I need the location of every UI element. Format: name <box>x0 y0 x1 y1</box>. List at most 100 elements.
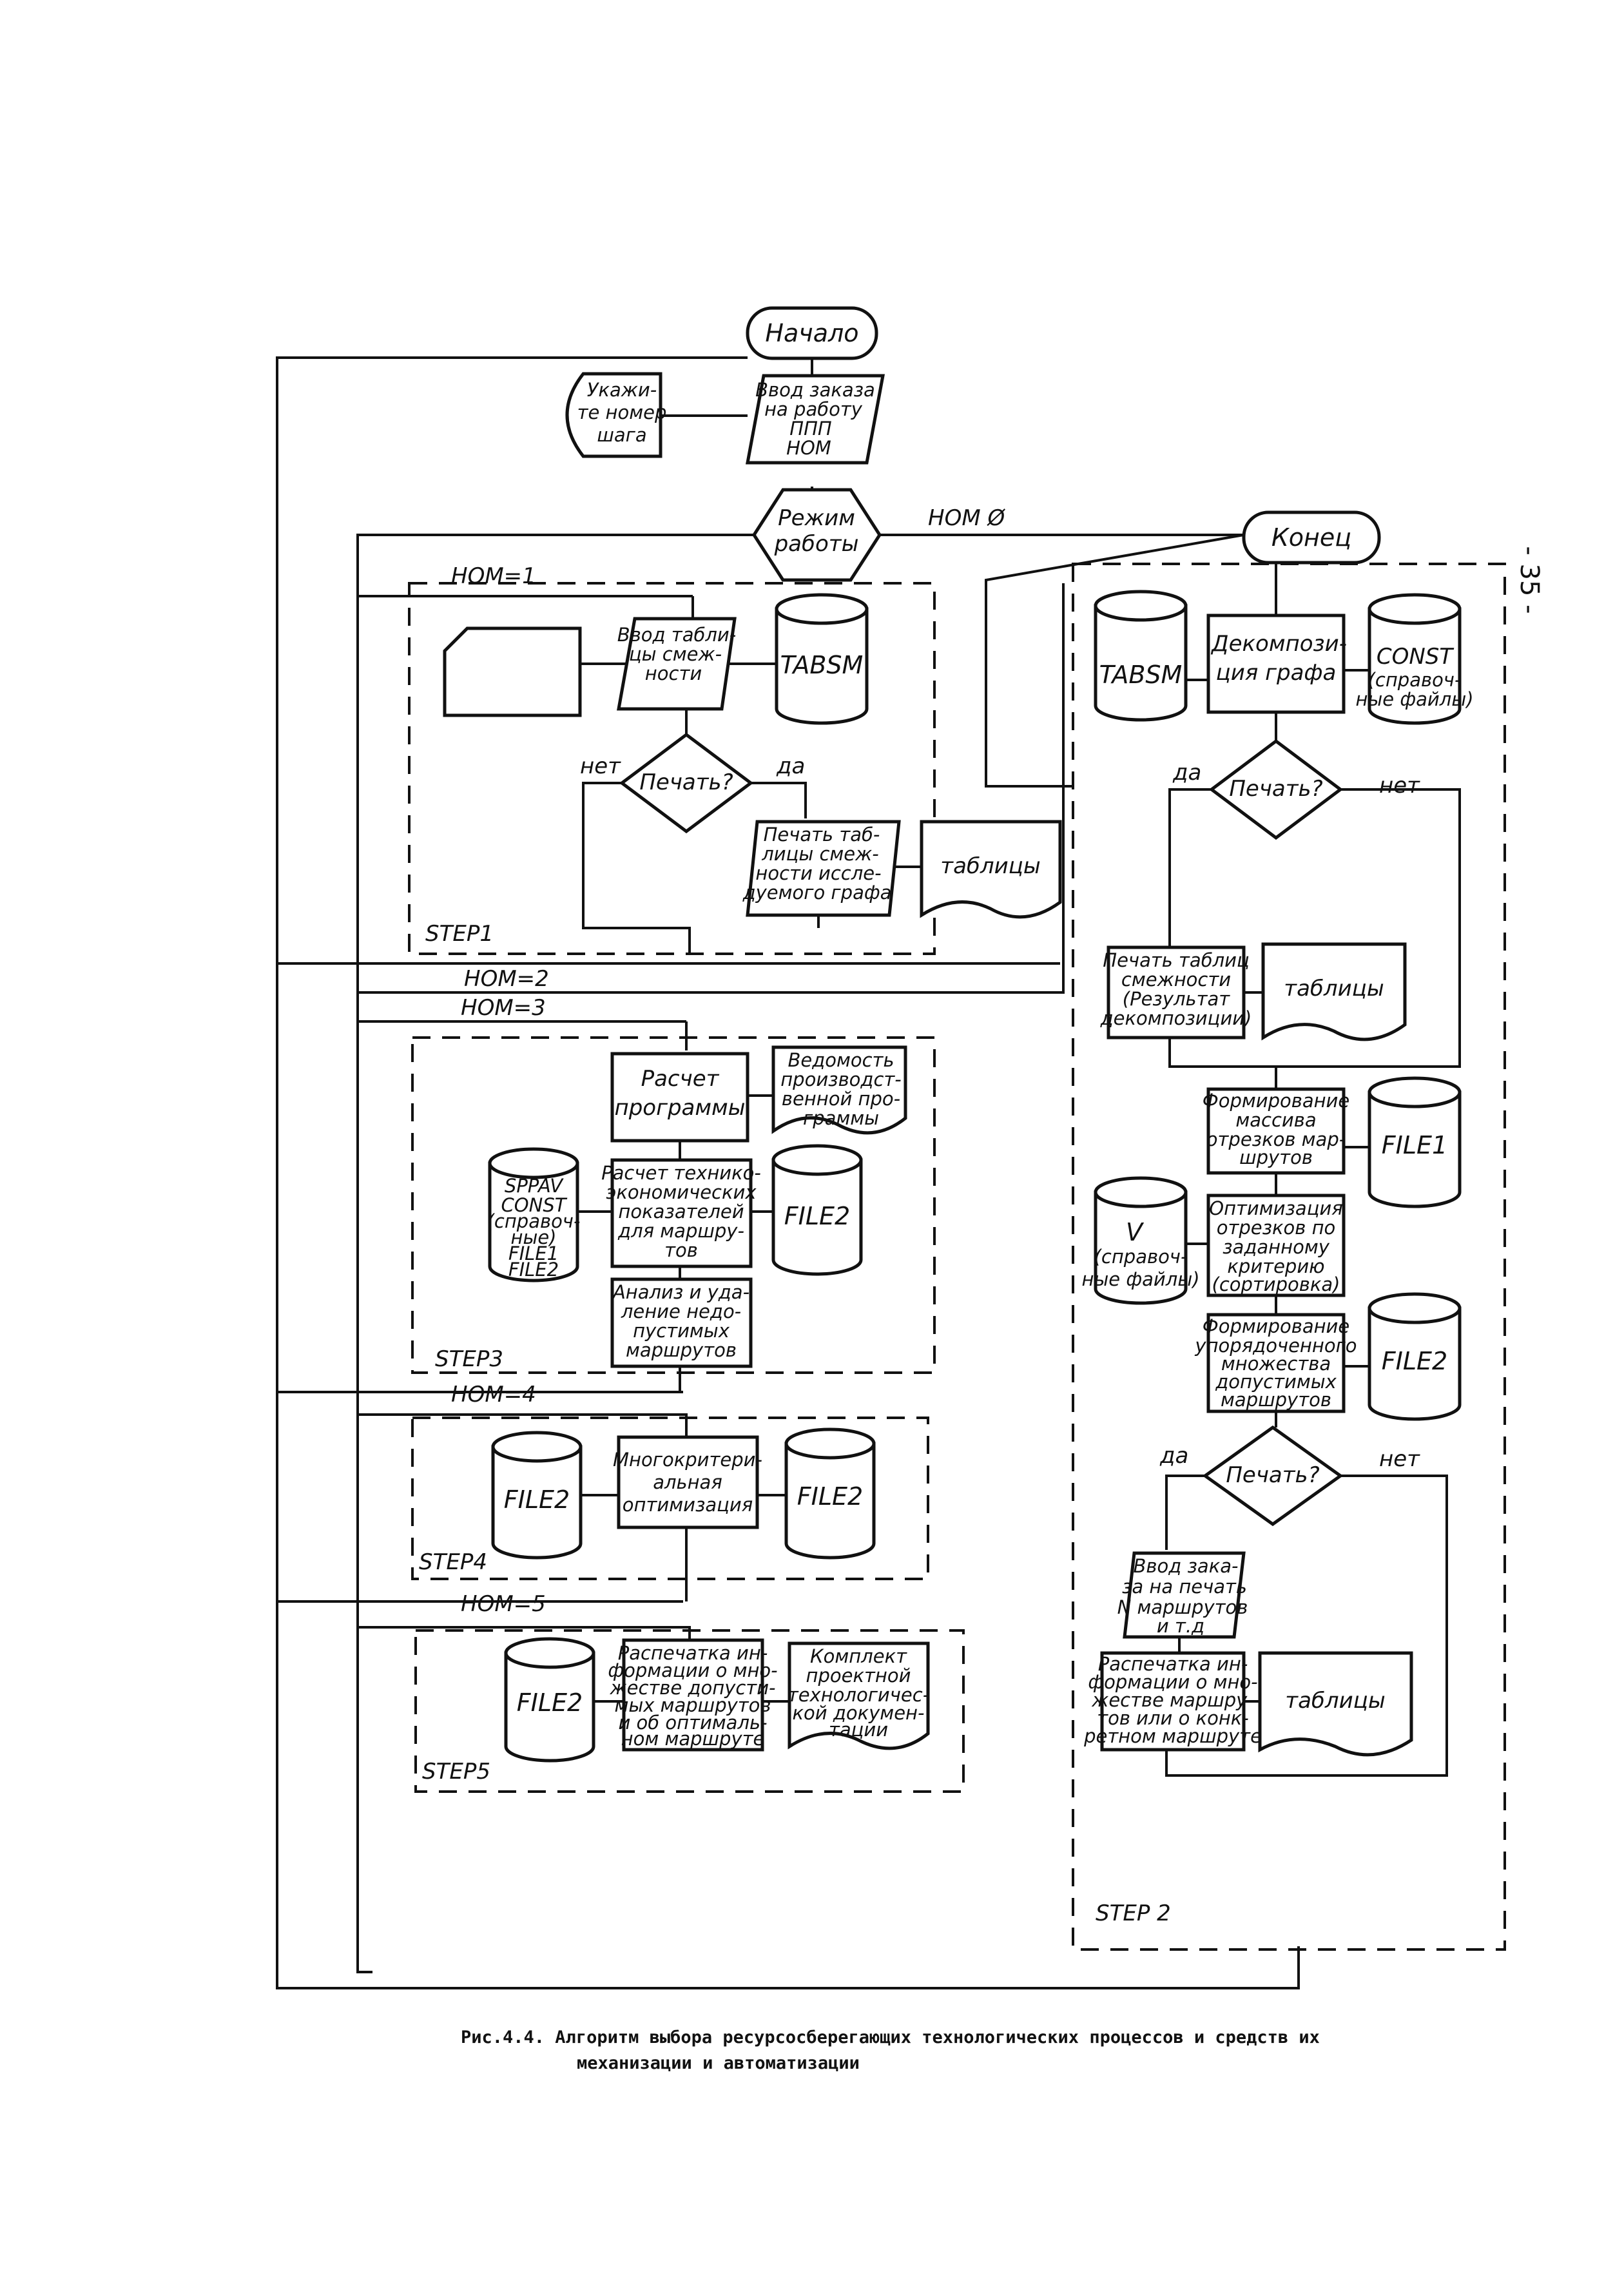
svg-text:технологичес-: технологичес- <box>788 1684 929 1706</box>
svg-text:показателей: показателей <box>618 1201 744 1223</box>
svg-text:жестве маршру-: жестве маршру- <box>1091 1689 1254 1711</box>
step5-group: НОМ=5 FILE2 Распечатка ин- формации о мн… <box>277 1591 965 1793</box>
svg-text:программы: программы <box>614 1095 745 1121</box>
svg-text:N маршрутов: N маршрутов <box>1117 1596 1248 1618</box>
svg-text:ности: ности <box>645 663 702 684</box>
svg-text:Ввод табли-: Ввод табли- <box>617 624 736 646</box>
svg-text:пустимых: пустимых <box>633 1320 730 1342</box>
svg-text:жестве допусти-: жестве допусти- <box>609 1677 775 1699</box>
svg-text:FILE2: FILE2 <box>504 1485 570 1514</box>
nom2-line: НОМ=2 <box>277 583 1065 994</box>
label-step3: STEP3 <box>435 1346 503 1372</box>
label-step1: STEP1 <box>425 921 494 947</box>
step4-group: НОМ=4 FILE2 Многокритери- альная оптимиз… <box>277 1382 929 1601</box>
step2-no1-label: нет <box>1379 773 1420 798</box>
label-step2: STEP 2 <box>1096 1901 1171 1926</box>
svg-text:отрезков мар-: отрезков мар- <box>1206 1128 1346 1150</box>
svg-text:Печать таблиц: Печать таблиц <box>1103 949 1249 971</box>
svg-text:маршрутов: маршрутов <box>1221 1389 1331 1411</box>
svg-text:тов: тов <box>664 1239 698 1261</box>
svg-text:венной про-: венной про- <box>782 1088 900 1110</box>
svg-text:Конец: Конец <box>1271 523 1351 552</box>
svg-text:Ведомость: Ведомость <box>788 1049 894 1071</box>
svg-text:производст-: производст- <box>780 1069 902 1090</box>
svg-text:для маршру-: для маршру- <box>617 1220 744 1242</box>
svg-text:FILE1: FILE1 <box>508 1243 559 1264</box>
svg-text:отрезков по: отрезков по <box>1217 1217 1336 1239</box>
svg-text:экономических: экономических <box>606 1181 757 1203</box>
svg-text:(справоч-: (справоч- <box>1368 669 1462 691</box>
svg-text:и т.д: и т.д <box>1157 1615 1204 1637</box>
input-order-parallelogram: Ввод заказа на работу ППП НОМ <box>745 374 885 465</box>
svg-text:ности иссле-: ности иссле- <box>755 862 881 884</box>
svg-text:те номер: те номер <box>577 401 667 423</box>
svg-text:FILE2: FILE2 <box>517 1688 583 1717</box>
svg-text:граммы: граммы <box>803 1107 879 1129</box>
svg-text:дуемого графа: дуемого графа <box>742 882 892 904</box>
svg-text:проектной: проектной <box>806 1665 911 1687</box>
svg-text:упорядоченного: упорядоченного <box>1194 1335 1357 1357</box>
svg-text:TABSM: TABSM <box>1099 661 1183 689</box>
svg-text:Печать?: Печать? <box>639 769 733 795</box>
end-terminal: Конец <box>1242 510 1381 565</box>
svg-text:критерию: критерию <box>1227 1255 1324 1277</box>
svg-text:(сортировка): (сортировка) <box>1212 1273 1340 1295</box>
svg-text:V: V <box>1126 1218 1145 1246</box>
figure-caption-line1: Рис.4.4. Алгоритм выбора ресурсосберегаю… <box>461 2027 1320 2047</box>
svg-text:FILE2: FILE2 <box>508 1259 559 1281</box>
svg-text:тов или о конк-: тов или о конк- <box>1097 1707 1249 1729</box>
svg-text:НОМ=3: НОМ=3 <box>461 995 546 1021</box>
svg-text:шрутов: шрутов <box>1239 1146 1313 1168</box>
svg-text:Формирование: Формирование <box>1203 1090 1350 1112</box>
svg-text:на работу: на работу <box>764 398 863 420</box>
svg-text:смежности: смежности <box>1121 969 1231 991</box>
svg-text:(Результат: (Результат <box>1123 988 1231 1010</box>
svg-text:массива: массива <box>1235 1109 1316 1131</box>
svg-text:Печать?: Печать? <box>1226 1462 1319 1488</box>
step1-group: НОМ=1 Ввод табли- цы смеж- ности TABSM П… <box>358 563 1062 955</box>
svg-text:Распечатка ин-: Распечатка ин- <box>1098 1653 1248 1675</box>
label-nom1: НОМ=1 <box>451 563 536 589</box>
svg-text:ция графа: ция графа <box>1216 660 1337 686</box>
svg-text:работы: работы <box>774 531 859 557</box>
svg-text:за на печать: за на печать <box>1122 1576 1247 1598</box>
svg-text:маршрутов: маршрутов <box>626 1339 737 1361</box>
step1-no-label: нет <box>580 753 621 779</box>
svg-text:НОМ=4: НОМ=4 <box>451 1382 536 1407</box>
svg-text:ППП: ППП <box>789 418 832 440</box>
svg-text:Комплект: Комплект <box>810 1645 907 1667</box>
svg-text:оптимизация: оптимизация <box>623 1494 753 1516</box>
svg-text:ном маршруте: ном маршруте <box>621 1728 765 1750</box>
svg-text:альная: альная <box>653 1471 722 1493</box>
svg-text:ные файлы): ные файлы) <box>1081 1268 1199 1290</box>
svg-text:Декомпози-: Декомпози- <box>1210 631 1347 657</box>
figure-caption-line2: механизации и автоматизации <box>577 2053 860 2073</box>
svg-text:формации о мно-: формации о мно- <box>608 1659 777 1681</box>
label-step5: STEP5 <box>422 1759 490 1785</box>
svg-text:Режим: Режим <box>778 505 855 531</box>
svg-text:таблицы: таблицы <box>1284 976 1384 1001</box>
svg-text:НОМ=5: НОМ=5 <box>461 1591 546 1617</box>
svg-text:Расчет технико-: Расчет технико- <box>601 1162 761 1184</box>
svg-text:(справоч-: (справоч- <box>487 1210 581 1232</box>
svg-text:формации о мно-: формации о мно- <box>1088 1671 1257 1693</box>
input-step-number: Укажи- те номер шага <box>565 372 667 458</box>
svg-text:Распечатка ин-: Распечатка ин- <box>618 1642 768 1664</box>
mode-decision: Режим работы <box>752 488 882 582</box>
svg-text:кой докумен-: кой докумен- <box>793 1702 925 1724</box>
svg-text:FILE2: FILE2 <box>797 1482 863 1511</box>
svg-text:ретном маршруте: ретном маршруте <box>1083 1725 1262 1747</box>
svg-text:шага: шага <box>597 424 646 446</box>
svg-text:допустимых: допустимых <box>1215 1371 1337 1393</box>
svg-text:Оптимизация: Оптимизация <box>1209 1197 1342 1219</box>
step2-yes2-label: да <box>1159 1443 1188 1469</box>
svg-text:ление недо-: ление недо- <box>621 1301 741 1322</box>
svg-text:ные): ные) <box>510 1226 556 1248</box>
page-number: - 35 - <box>1514 546 1544 614</box>
svg-text:и об оптималь-: и об оптималь- <box>618 1712 767 1734</box>
svg-text:Начало: Начало <box>765 319 858 347</box>
label-nom0: НОМ Ø <box>928 505 1005 531</box>
svg-text:таблицы: таблицы <box>940 853 1040 879</box>
svg-text:Многокритери-: Многокритери- <box>613 1449 762 1471</box>
